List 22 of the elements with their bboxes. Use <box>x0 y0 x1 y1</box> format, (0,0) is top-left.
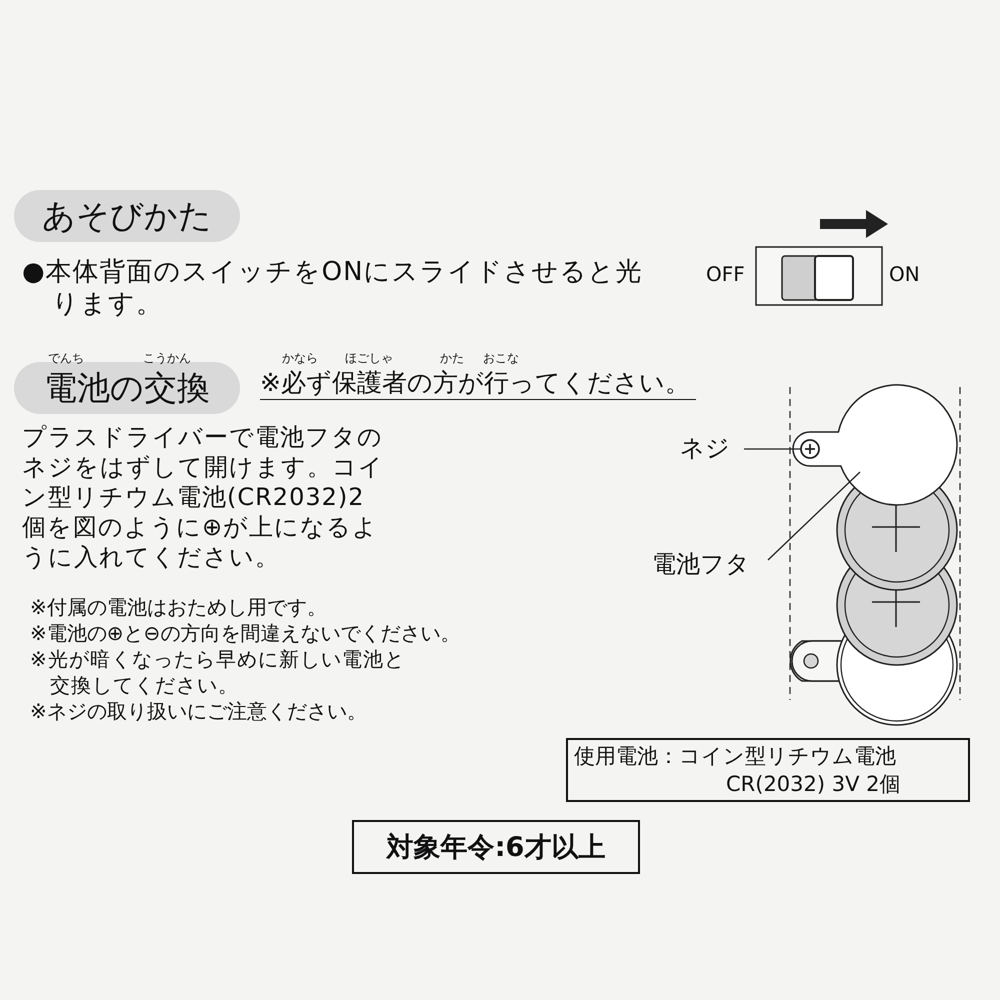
battery-cover-drawing <box>792 384 958 506</box>
note-text: ※ネジの取り扱いにご注意ください。 <box>30 698 367 724</box>
spec-text: 使用電池：コイン型リチウム電池 <box>574 743 897 770</box>
instruction-text: ●本体背面のスイッチをONにスライドさせると光ります。 <box>22 256 644 320</box>
furigana-text: おこな <box>483 350 519 367</box>
note-text: ※電池の⊕と⊖の方向を間違えないでください。 <box>30 620 460 646</box>
part-label: ネジ <box>680 432 742 466</box>
switch-label: OFF <box>706 262 745 286</box>
spec-text: CR(2032) 3V 2個 <box>725 771 902 798</box>
part-label: 電池フタ <box>652 548 764 582</box>
age-rating-box: 対象年令:6才以上 <box>352 820 640 874</box>
section-heading: あそびかた <box>14 190 240 242</box>
furigana-text: ほごしゃ <box>345 350 393 367</box>
leader-line <box>744 448 801 450</box>
leader-line <box>768 472 860 560</box>
caution-text: ※必ず保護者の方が行ってください。 <box>260 366 696 400</box>
switch-label: ON <box>889 262 920 286</box>
instruction-text: プラスドライバーで電池フタのネジをはずして開けます。コイン型リチウム電池(CR2032)2個を図のように⊕が上になるように入れてください。 <box>22 422 384 572</box>
furigana-text: かた <box>440 350 464 367</box>
furigana-text: かなら <box>282 350 318 367</box>
note-text: ※光が暗くなったら早めに新しい電池と交換してください。 <box>30 646 406 698</box>
note-text: ※付属の電池はおためし用です。 <box>30 594 327 620</box>
